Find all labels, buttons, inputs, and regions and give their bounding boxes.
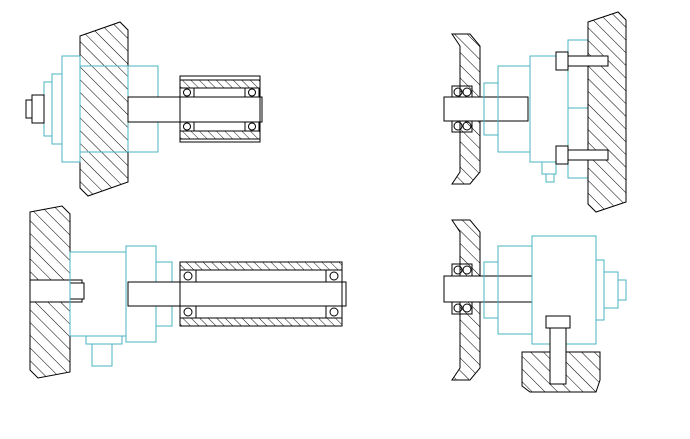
base-bolt-head <box>545 315 571 329</box>
pulley-bearing <box>451 263 473 315</box>
bottom-boss <box>541 161 557 175</box>
bottom-boss-tip <box>545 173 555 183</box>
bottom-right-assembly <box>443 219 627 393</box>
rear-boss <box>51 73 63 145</box>
pulley-outline <box>179 75 261 143</box>
bearing-left <box>179 269 197 319</box>
top-right-assembly <box>443 11 627 213</box>
wall-hatched <box>79 21 129 197</box>
tube-outline <box>179 261 343 327</box>
bolt-bottom <box>555 145 609 165</box>
rear-stub-tip <box>25 99 33 119</box>
bolt-top <box>555 51 609 71</box>
output-shaft <box>443 275 533 303</box>
output-shaft <box>127 96 263 123</box>
wall-bolt-head <box>69 282 85 300</box>
bearing-right <box>325 269 343 319</box>
rear-cap-tip <box>617 279 627 301</box>
wall-hatched <box>587 11 627 213</box>
bottom-left-assembly <box>29 205 347 379</box>
pulley-top-wall <box>179 79 261 89</box>
top-left-assembly <box>25 21 263 197</box>
output-shaft <box>443 96 529 122</box>
bottom-boss <box>85 335 123 345</box>
tube-bottom-wall <box>179 317 343 327</box>
output-shaft <box>127 281 347 307</box>
rear-boss <box>595 259 605 321</box>
tube-top-wall <box>179 261 343 271</box>
pulley-bearing <box>451 85 473 133</box>
pulley-bottom-wall <box>179 130 261 140</box>
rear-stub <box>31 94 45 124</box>
rear-cap <box>43 81 53 137</box>
flange-back <box>61 55 81 163</box>
bottom-boss-tip <box>91 343 113 367</box>
rear-cap <box>603 271 619 309</box>
base-bolt <box>549 327 567 385</box>
